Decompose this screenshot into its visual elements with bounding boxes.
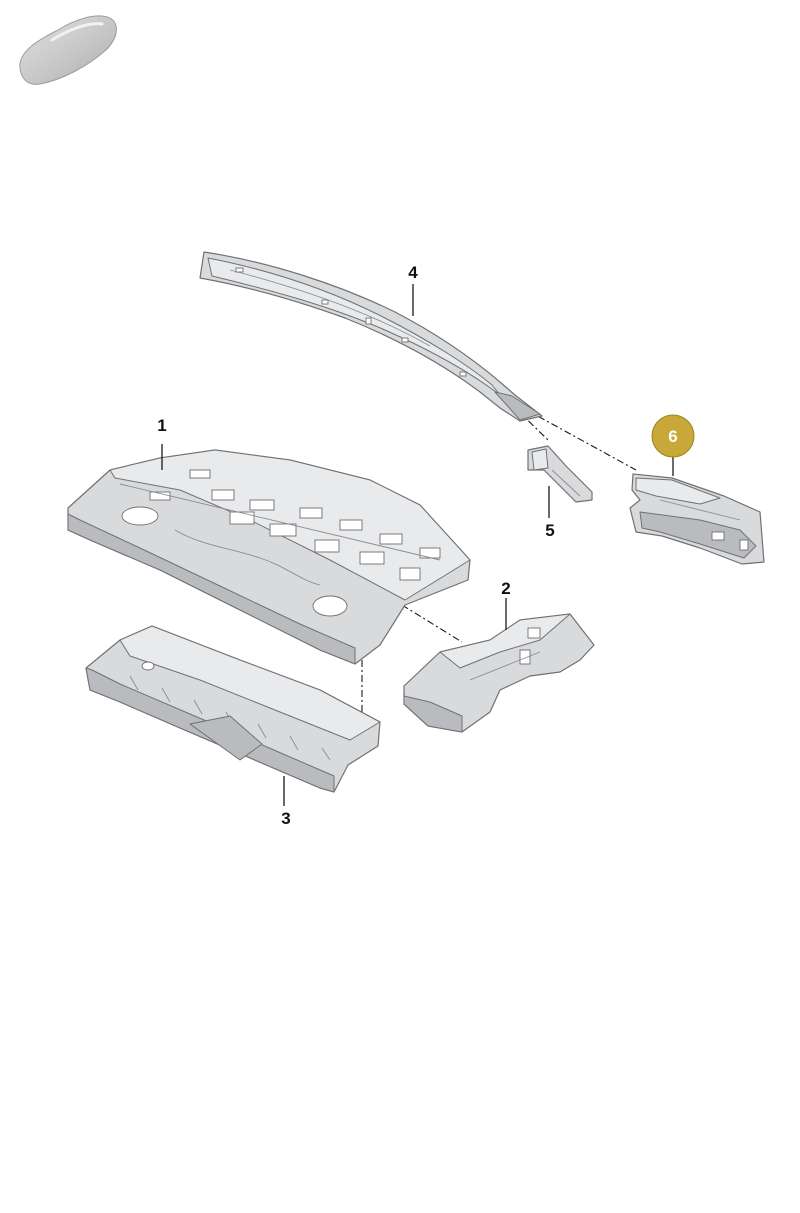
callout-5-label: 5 — [545, 521, 554, 540]
callout-1-label: 1 — [157, 416, 166, 435]
part-6-side-member — [629, 473, 765, 565]
part-4-roof-rail — [199, 251, 543, 422]
callout-1[interactable]: 1 — [157, 416, 166, 435]
assembly-line-4-to-6 — [511, 401, 637, 471]
callout-6-label: 6 — [668, 427, 677, 446]
callout-2-label: 2 — [501, 579, 510, 598]
callout-3-label: 3 — [281, 809, 290, 828]
callout-2[interactable]: 2 — [501, 579, 510, 598]
callout-4-label: 4 — [408, 263, 418, 282]
callout-5[interactable]: 5 — [545, 521, 554, 540]
part-1-parcel-shelf — [67, 449, 471, 665]
part-2-floor-bracket — [403, 613, 595, 733]
callout-3[interactable]: 3 — [281, 809, 290, 828]
assembly-line-4-to-5 — [506, 399, 549, 441]
highlight-badge — [651, 414, 695, 458]
part-5-bracket — [527, 445, 593, 503]
callout-4[interactable]: 4 — [408, 263, 418, 282]
car-silhouette-icon — [19, 15, 117, 85]
assembly-line-1-to-2 — [401, 604, 463, 643]
part-3-cross-panel — [85, 625, 381, 793]
callout-6-highlighted[interactable]: 6 — [651, 414, 695, 458]
